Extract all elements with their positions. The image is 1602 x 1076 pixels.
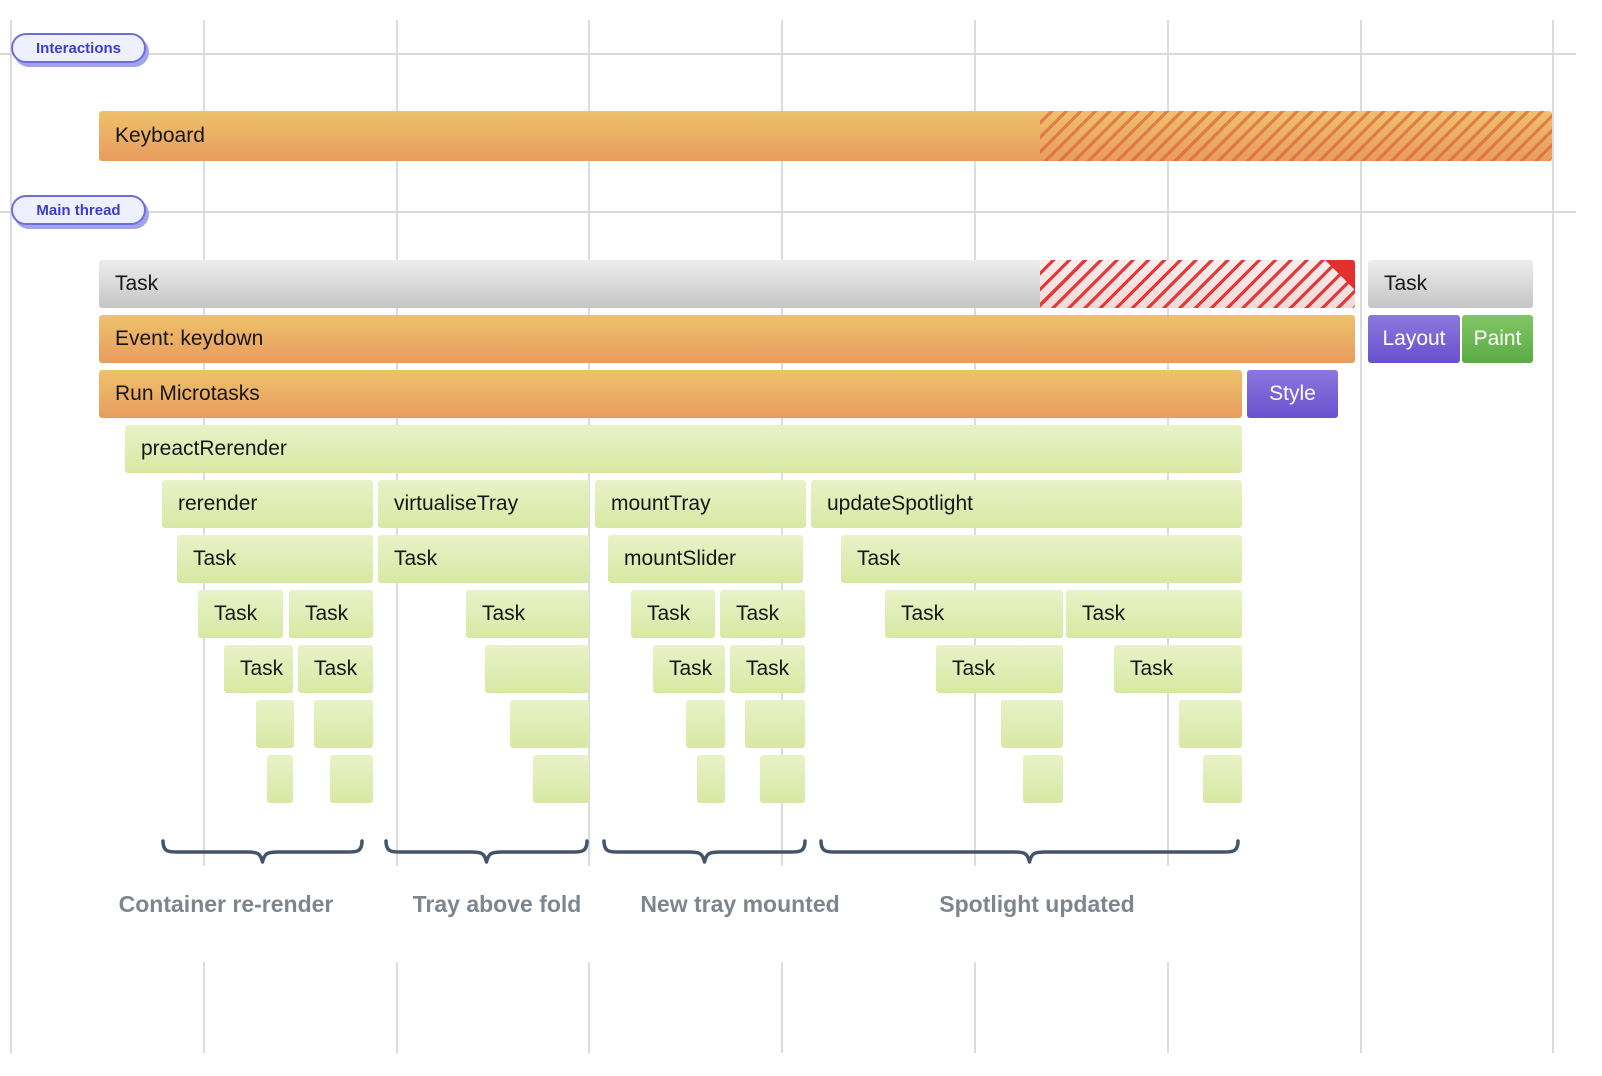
flame-bar-label: Task	[305, 602, 349, 625]
flame-bar-anon[interactable]	[760, 755, 805, 803]
flame-bar-label: Paint	[1473, 327, 1522, 350]
flame-bar-label: Task	[394, 547, 438, 570]
flame-bar-anon[interactable]	[314, 700, 373, 748]
flame-bar-task[interactable]: Task	[653, 645, 725, 693]
flame-bar-task[interactable]: Task	[177, 535, 373, 583]
grid-vline	[10, 20, 12, 1053]
long-task-warning-triangle-icon	[1325, 260, 1355, 290]
flame-bar-label: Style	[1269, 382, 1316, 405]
flame-bar-virtualise-tray[interactable]: virtualiseTray	[378, 480, 589, 528]
flame-bar-label: Task	[647, 602, 691, 625]
flame-bar-label: Task	[1384, 272, 1428, 295]
annotation-brace	[602, 839, 807, 864]
flame-bar-mount-slider[interactable]: mountSlider	[608, 535, 803, 583]
flame-bar-label: Task	[115, 272, 159, 295]
track-pill-interactions[interactable]: Interactions	[11, 33, 146, 63]
flame-bar-task[interactable]: Task	[378, 535, 589, 583]
pending-hatch-region	[1040, 111, 1552, 161]
flame-bar-anon[interactable]	[1203, 755, 1242, 803]
flame-bar-anon[interactable]	[485, 645, 589, 693]
flame-bar-anon[interactable]	[510, 700, 589, 748]
flame-bar-anon[interactable]	[330, 755, 373, 803]
flame-bar-label: Task	[746, 657, 790, 680]
flame-bar-anon[interactable]	[1001, 700, 1063, 748]
flame-bar-mount-tray[interactable]: mountTray	[595, 480, 806, 528]
flame-bar-update-spotlight[interactable]: updateSpotlight	[811, 480, 1242, 528]
annotation-label-tray-above-fold: Tray above fold	[412, 891, 582, 917]
flame-bar-label: mountTray	[611, 492, 711, 515]
flame-bar-task[interactable]: Task	[1066, 590, 1242, 638]
flame-bar-task[interactable]: Task	[631, 590, 715, 638]
flame-bar-label: rerender	[178, 492, 258, 515]
flame-bar-label: Task	[1082, 602, 1126, 625]
annotation-brace	[384, 839, 589, 864]
grid-hline	[0, 211, 1576, 213]
annotation-brace	[161, 839, 364, 864]
flame-bar-anon[interactable]	[256, 700, 294, 748]
flame-bar-keyboard[interactable]: Keyboard	[99, 111, 1552, 161]
flame-bar-layout[interactable]: Layout	[1368, 315, 1460, 363]
annotation-label-container-re-render: Container re-render	[118, 891, 334, 917]
flame-bar-anon[interactable]	[267, 755, 293, 803]
flame-bar-task[interactable]: Task	[466, 590, 589, 638]
track-pill-label: Main thread	[36, 201, 121, 219]
flame-bar-label: Task	[482, 602, 526, 625]
flame-bar-label: Task	[901, 602, 945, 625]
flame-bar-label: Task	[669, 657, 713, 680]
flame-bar-label: Task	[193, 547, 237, 570]
flame-bar-rerender[interactable]: rerender	[162, 480, 373, 528]
flame-bar-label: virtualiseTray	[394, 492, 519, 515]
flame-bar-anon[interactable]	[1023, 755, 1063, 803]
flame-bar-label: Layout	[1382, 327, 1446, 350]
flame-bar-task[interactable]: Task	[720, 590, 805, 638]
flame-bar-anon[interactable]	[1179, 700, 1242, 748]
flame-bar-anon[interactable]	[686, 700, 725, 748]
flame-bar-anon[interactable]	[697, 755, 725, 803]
grid-vline	[1360, 20, 1362, 1053]
flame-bar-task[interactable]: Task	[298, 645, 373, 693]
flame-bar-label: Task	[314, 657, 358, 680]
grid-vline	[588, 20, 590, 1053]
flame-bar-anon[interactable]	[745, 700, 805, 748]
track-pill-label: Interactions	[35, 39, 122, 57]
flame-bar-task[interactable]: Task	[936, 645, 1063, 693]
annotation-label-spotlight-updated: Spotlight updated	[939, 891, 1135, 917]
flame-bar-paint[interactable]: Paint	[1462, 315, 1533, 363]
flame-bar-label: Task	[240, 657, 284, 680]
flame-bar-label: Run Microtasks	[115, 382, 260, 405]
flame-bar-label: preactRerender	[141, 437, 287, 460]
flame-bar-label: mountSlider	[624, 547, 737, 570]
flame-bar-label: Keyboard	[115, 124, 205, 147]
track-pill-main-thread[interactable]: Main thread	[11, 195, 146, 225]
flame-bar-label: Task	[1130, 657, 1174, 680]
flame-bar-label: Task	[736, 602, 780, 625]
flame-bar-task[interactable]: Task	[841, 535, 1242, 583]
flame-bar-label: Task	[214, 602, 258, 625]
flame-bar-label: Task	[952, 657, 996, 680]
flame-bar-preact-rerender[interactable]: preactRerender	[125, 425, 1242, 473]
flame-bar-task[interactable]: Task	[730, 645, 805, 693]
flame-bar-task-right[interactable]: Task	[1368, 260, 1533, 308]
overrun-hatch-region	[1040, 260, 1355, 308]
annotation-brace	[819, 839, 1240, 864]
flame-bar-task[interactable]: Task	[289, 590, 373, 638]
flame-bar-label: Task	[857, 547, 901, 570]
grid-vline	[1552, 20, 1554, 1053]
flame-bar-long-task[interactable]: Task	[99, 260, 1355, 308]
flame-bar-task[interactable]: Task	[198, 590, 283, 638]
grid-hline	[0, 53, 1576, 55]
annotation-label-new-tray-mounted: New tray mounted	[640, 891, 840, 917]
flame-bar-task[interactable]: Task	[224, 645, 293, 693]
flame-bar-label: updateSpotlight	[827, 492, 973, 515]
flame-bar-event-keydown[interactable]: Event: keydown	[99, 315, 1355, 363]
flame-bar-label: Event: keydown	[115, 327, 264, 350]
flame-bar-task[interactable]: Task	[885, 590, 1063, 638]
flame-bar-anon[interactable]	[533, 755, 589, 803]
flame-bar-run-microtasks[interactable]: Run Microtasks	[99, 370, 1242, 418]
flame-bar-style[interactable]: Style	[1247, 370, 1338, 418]
flame-bar-task[interactable]: Task	[1114, 645, 1242, 693]
caption-row-mask	[60, 866, 1330, 962]
